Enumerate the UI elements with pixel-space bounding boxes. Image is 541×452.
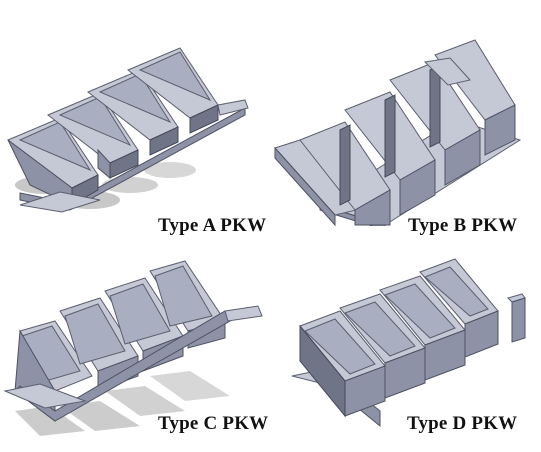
type-c-pkw-model — [3, 260, 263, 436]
panel-type-a: Type A PKW — [0, 0, 270, 236]
type-a-pkw-model — [7, 47, 249, 213]
caption-type-d: Type D PKW — [407, 413, 518, 434]
caption-type-c: Type C PKW — [158, 413, 269, 434]
panel-type-d: Type D PKW — [270, 226, 540, 452]
panel-type-b: Type B PKW — [270, 0, 540, 236]
panel-type-c: Type C PKW — [0, 226, 270, 452]
type-b-pkw-model — [274, 39, 522, 226]
type-d-pkw-model — [291, 258, 526, 428]
caption-type-b: Type B PKW — [408, 215, 518, 236]
caption-type-a: Type A PKW — [158, 215, 267, 236]
